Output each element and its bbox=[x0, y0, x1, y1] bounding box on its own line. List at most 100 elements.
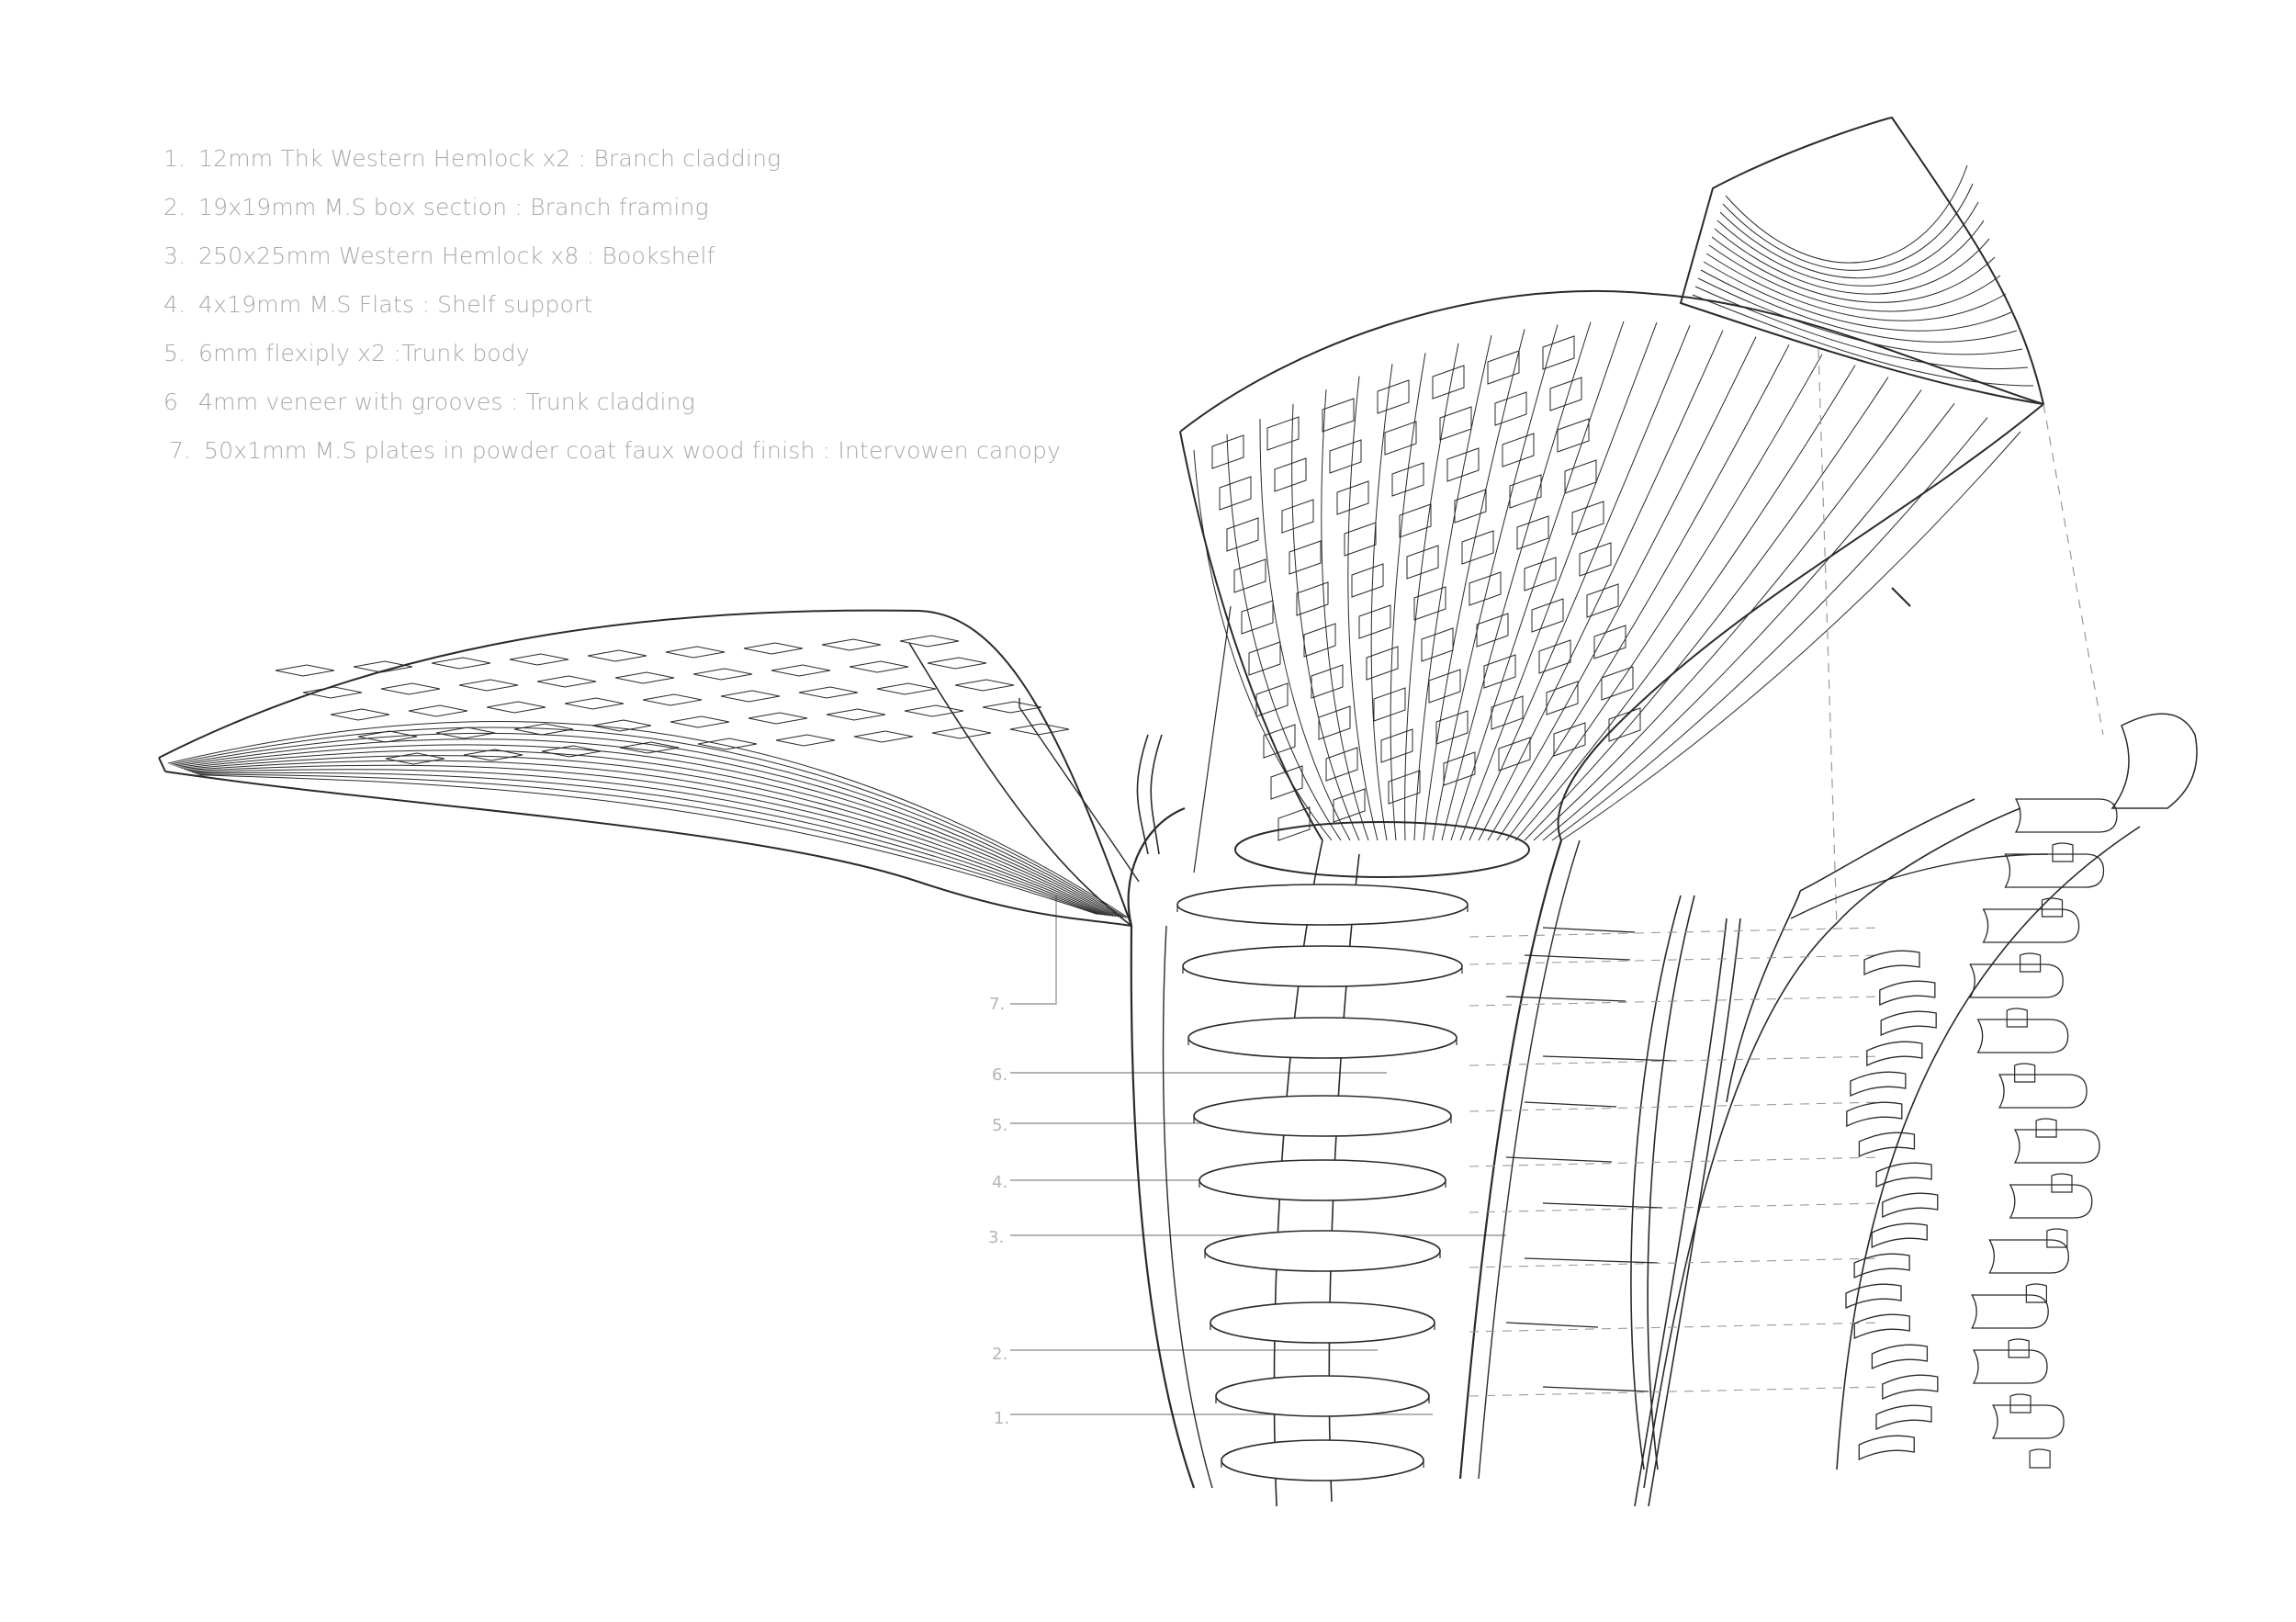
canopy-slat bbox=[183, 755, 1114, 917]
canopy-grid-opening bbox=[1311, 664, 1344, 699]
shelf-support-flat bbox=[1524, 1257, 1659, 1264]
canopy-diamond-opening bbox=[982, 701, 1042, 714]
canopy-slat bbox=[1692, 294, 2034, 387]
canopy-diamond-opening bbox=[743, 642, 804, 655]
shelf-support-flat bbox=[1542, 1386, 1649, 1392]
shelf-piece bbox=[2006, 1008, 2028, 1028]
canopy-slat bbox=[1347, 376, 1379, 841]
legend-text: 4x19mm M.S Flats : Shelf support bbox=[198, 291, 593, 318]
shelf-piece bbox=[2009, 1393, 2032, 1414]
canopy-diamond-opening bbox=[876, 682, 937, 695]
canopy-grid-opening bbox=[1391, 462, 1424, 497]
canopy-grid-opening bbox=[1432, 365, 1465, 400]
shelf-piece bbox=[2004, 853, 2105, 888]
canopy-slat bbox=[1700, 269, 2018, 343]
canopy-diamond-opening bbox=[385, 752, 445, 765]
central-canopy-left-edge bbox=[1179, 431, 1323, 841]
canopy-grid-opening bbox=[1593, 625, 1626, 659]
bookshelf-disc bbox=[1215, 1375, 1430, 1417]
canopy-diamond-opening bbox=[665, 646, 726, 659]
shelf-piece bbox=[2029, 1448, 2051, 1469]
callout-1: 1. bbox=[994, 1409, 1010, 1428]
canopy-grid-opening bbox=[1296, 581, 1329, 616]
shelf-piece bbox=[2046, 1228, 2068, 1248]
central-canopy-top-edge bbox=[1179, 290, 2044, 433]
legend-text: 4mm veneer with grooves : Trunk cladding bbox=[198, 389, 695, 415]
canopy-slat bbox=[1719, 201, 1979, 279]
shelf-piece bbox=[1971, 1294, 2049, 1329]
bookshelf-edge bbox=[1176, 905, 1469, 912]
canopy-slat bbox=[1390, 353, 1426, 841]
canopy-slat bbox=[1716, 220, 1985, 287]
canopy-diamond-opening bbox=[486, 701, 546, 714]
canopy-slat bbox=[1450, 321, 1625, 841]
canopy-grid-opening bbox=[1226, 517, 1259, 552]
canopy-grid-opening bbox=[1277, 806, 1311, 841]
legend-item: 3.250x25mm Western Hemlock x8 : Bookshel… bbox=[163, 242, 715, 269]
canopy-grid-opening bbox=[1487, 350, 1520, 385]
canopy-diamond-opening bbox=[748, 712, 808, 725]
canopy-slat bbox=[167, 721, 1130, 919]
canopy-slat bbox=[1193, 449, 1333, 841]
canopy-grid-opening bbox=[1446, 447, 1480, 482]
canopy-grid-opening bbox=[1553, 722, 1586, 757]
canopy-grid-opening bbox=[1531, 598, 1564, 633]
canopy-diamond-opening bbox=[899, 635, 960, 648]
shelf-piece bbox=[1845, 1283, 1902, 1310]
canopy-grid-opening bbox=[1546, 681, 1579, 715]
canopy-diamond-opening bbox=[697, 738, 758, 750]
canopy-grid-opening bbox=[1483, 654, 1516, 689]
canopy-slat bbox=[1714, 228, 1990, 295]
canopy-slat bbox=[1524, 377, 1889, 841]
explode-guide bbox=[1469, 1101, 1884, 1112]
canopy-grid-opening bbox=[1384, 421, 1417, 456]
shelf-piece bbox=[1863, 950, 1920, 976]
canopy-grid-opening bbox=[1601, 666, 1634, 701]
shelf-piece bbox=[1882, 1192, 1939, 1219]
canopy-diamond-opening bbox=[853, 730, 914, 743]
canopy-slat bbox=[1533, 389, 1922, 841]
canopy-slat bbox=[1423, 329, 1525, 841]
shelf-piece bbox=[2035, 1118, 2057, 1138]
shelf-piece bbox=[2025, 1283, 2047, 1303]
canopy-grid-opening bbox=[1469, 571, 1502, 606]
explode-guide bbox=[1469, 1202, 1884, 1213]
bookshelf-edge bbox=[1215, 1396, 1430, 1403]
shelf-piece bbox=[1879, 980, 1936, 1007]
canopy-diamond-opening bbox=[513, 723, 574, 736]
canopy-slat bbox=[1542, 402, 1955, 841]
canopy-diamond-opening bbox=[1009, 723, 1070, 736]
canopy-grid-opening bbox=[1281, 499, 1314, 534]
shelf-piece bbox=[2020, 952, 2042, 973]
shelf-piece bbox=[1982, 908, 2080, 943]
canopy-slat bbox=[1469, 325, 1691, 841]
canopy-grid-opening bbox=[1336, 480, 1369, 515]
legend-number: 7. bbox=[169, 437, 192, 464]
shelf-piece bbox=[1850, 1071, 1907, 1098]
canopy-grid-opening bbox=[1263, 724, 1296, 759]
shelf-piece bbox=[1871, 1344, 1929, 1370]
canopy-slat bbox=[197, 773, 1100, 916]
canopy-diamond-opening bbox=[614, 671, 675, 684]
shelf-piece bbox=[1969, 963, 2064, 998]
canopy-diamond-opening bbox=[692, 668, 753, 681]
canopy-diamond-opening bbox=[904, 704, 964, 717]
shelf-piece bbox=[1992, 1404, 2065, 1439]
legend-number: 3. bbox=[163, 242, 186, 269]
canopy-grid-opening bbox=[1211, 434, 1244, 469]
canopy-diamond-opening bbox=[463, 749, 523, 761]
canopy-grid-opening bbox=[1498, 737, 1531, 772]
canopy-diamond-opening bbox=[619, 741, 680, 754]
canopy-slat bbox=[191, 769, 1106, 916]
bookshelf-edge bbox=[1210, 1323, 1435, 1330]
trunk-left-profile bbox=[1127, 806, 1196, 1489]
trunk-top-ring bbox=[1234, 821, 1530, 878]
shelf-piece bbox=[2008, 1338, 2030, 1358]
canopy-grid-opening bbox=[1549, 377, 1582, 411]
canopy-grid-opening bbox=[1241, 600, 1274, 635]
shelf-piece bbox=[1853, 1253, 1910, 1279]
bookshelf-edge bbox=[1204, 1251, 1441, 1258]
canopy-diamond-opening bbox=[541, 745, 602, 758]
bookshelf-disc bbox=[1182, 945, 1463, 987]
canopy-grid-opening bbox=[1461, 530, 1494, 565]
